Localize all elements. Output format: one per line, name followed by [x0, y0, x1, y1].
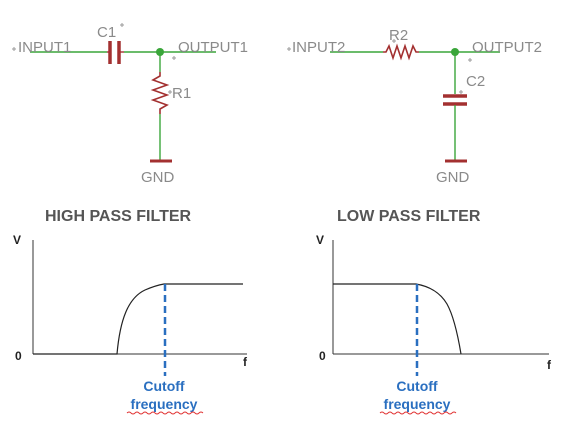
hp-x-axis-label: f — [243, 355, 248, 369]
lp-origin-marks — [287, 39, 472, 94]
lp-resistor-label: R2 — [389, 27, 408, 44]
hp-ground-label: GND — [141, 169, 175, 186]
hp-resistor-label: R1 — [172, 85, 191, 102]
hp-y-axis-label: V — [13, 233, 21, 247]
lp-resistor-r2 — [383, 43, 419, 61]
hp-input-label: INPUT1 — [18, 39, 71, 56]
lp-capacitor-c2 — [443, 94, 467, 106]
hp-spellcheck-squiggle — [126, 411, 204, 415]
lp-response-graph: V 0 f Cutoff frequency — [316, 233, 552, 415]
lp-graph-title: LOW PASS FILTER — [337, 208, 481, 225]
low-pass-circuit: INPUT2 R2 OUTPUT2 C2 GND — [287, 27, 542, 186]
hp-resistor-r1 — [150, 72, 170, 114]
hp-output-label: OUTPUT1 — [178, 39, 248, 56]
lp-response-curve — [333, 283, 462, 355]
hp-origin-marks — [12, 23, 176, 94]
hp-graph-title: HIGH PASS FILTER — [45, 208, 192, 225]
lp-input-label: INPUT2 — [292, 39, 345, 56]
hp-origin-label: 0 — [15, 349, 22, 363]
hp-response-graph: V 0 f Cutoff frequency — [13, 233, 248, 415]
lp-origin-label: 0 — [319, 349, 326, 363]
lp-ground-label: GND — [436, 169, 470, 186]
hp-cutoff-label-1: Cutoff — [143, 378, 185, 394]
hp-cutoff-label-2: frequency — [131, 396, 198, 412]
lp-y-axis-label: V — [316, 233, 324, 247]
lp-x-axis-label: f — [547, 358, 552, 372]
lp-spellcheck-squiggle — [379, 411, 457, 415]
lp-output-label: OUTPUT2 — [472, 39, 542, 56]
hp-capacitor-label: C1 — [97, 24, 116, 41]
hp-response-curve — [33, 283, 243, 355]
lp-cutoff-label-2: frequency — [384, 396, 451, 412]
lp-cutoff-label-1: Cutoff — [396, 378, 438, 394]
lp-capacitor-label: C2 — [466, 73, 485, 90]
high-pass-circuit: INPUT1 C1 OUTPUT1 R1 GND — [12, 23, 248, 186]
hp-capacitor-c1 — [107, 41, 124, 64]
